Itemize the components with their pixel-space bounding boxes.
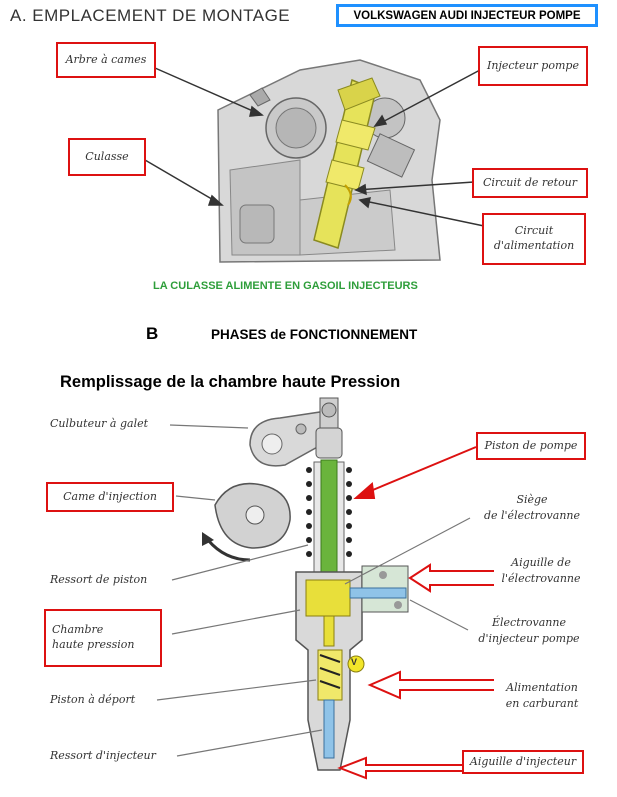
label-piston-pompe: Piston de pompe xyxy=(476,432,586,460)
label-circuit-alimentation: Circuit d'alimentation xyxy=(482,213,586,265)
label-aiguille-electrovanne: Aiguille de l'électrovanne xyxy=(494,555,588,587)
label-alimentation-carburant: Alimentation en carburant xyxy=(496,680,588,712)
label-chambre-line2: haute pression xyxy=(52,638,135,651)
label-chambre-haute-pression: Chambre haute pression xyxy=(44,609,162,667)
label-electrovanne-line2: d'injecteur pompe xyxy=(478,631,580,645)
brand-banner: VOLKSWAGEN AUDI INJECTEUR POMPE xyxy=(336,4,598,27)
label-circuit-retour: Circuit de retour xyxy=(472,168,588,198)
section-a-title: A. EMPLACEMENT DE MONTAGE xyxy=(10,6,291,25)
label-arbre-a-cames: Arbre à cames xyxy=(56,42,156,78)
fuel-port-marker: V xyxy=(351,657,358,667)
label-siege-line2: de l'électrovanne xyxy=(483,508,581,522)
label-circuit-alimentation-line1: Circuit xyxy=(514,224,554,238)
cam-illustration xyxy=(202,482,291,562)
label-ressort-injecteur: Ressort d'injecteur xyxy=(50,749,156,762)
section-b-title: PHASES de FONCTIONNEMENT xyxy=(211,327,418,342)
section-b-letter: B xyxy=(146,324,159,343)
phase-title: Remplissage de la chambre haute Pression xyxy=(60,373,401,391)
label-piston-deport: Piston à déport xyxy=(50,693,136,706)
label-ressort-piston: Ressort de piston xyxy=(50,573,148,586)
injector-body-illustration xyxy=(295,397,409,771)
label-culbuteur: Culbuteur à galet xyxy=(50,417,149,430)
label-electrovanne-line1: Électrovanne xyxy=(492,616,566,629)
label-siege-line1: Siège xyxy=(516,493,548,506)
label-culasse: Culasse xyxy=(68,138,146,176)
label-injecteur-pompe: Injecteur pompe xyxy=(478,46,588,86)
label-came-injection: Came d'injection xyxy=(46,482,174,512)
label-siege-electrovanne: Siège de l'électrovanne xyxy=(478,492,586,524)
caption-culasse: LA CULASSE ALIMENTE EN GASOIL INJECTEURS xyxy=(153,280,418,292)
label-aiguille-ev-line1: Aiguille de xyxy=(511,556,571,569)
label-chambre-line1: Chambre xyxy=(52,623,104,637)
label-aiguille-injecteur: Aiguille d'injecteur xyxy=(462,750,584,774)
label-electrovanne-injecteur: Électrovanne d'injecteur pompe xyxy=(470,615,588,647)
label-alimentation-line1: Alimentation xyxy=(506,681,578,694)
label-aiguille-ev-line2: l'électrovanne xyxy=(501,571,581,585)
label-alimentation-line2: en carburant xyxy=(505,696,579,710)
label-circuit-alimentation-line2: d'alimentation xyxy=(493,239,575,252)
pump-injector-illustration xyxy=(313,77,381,249)
